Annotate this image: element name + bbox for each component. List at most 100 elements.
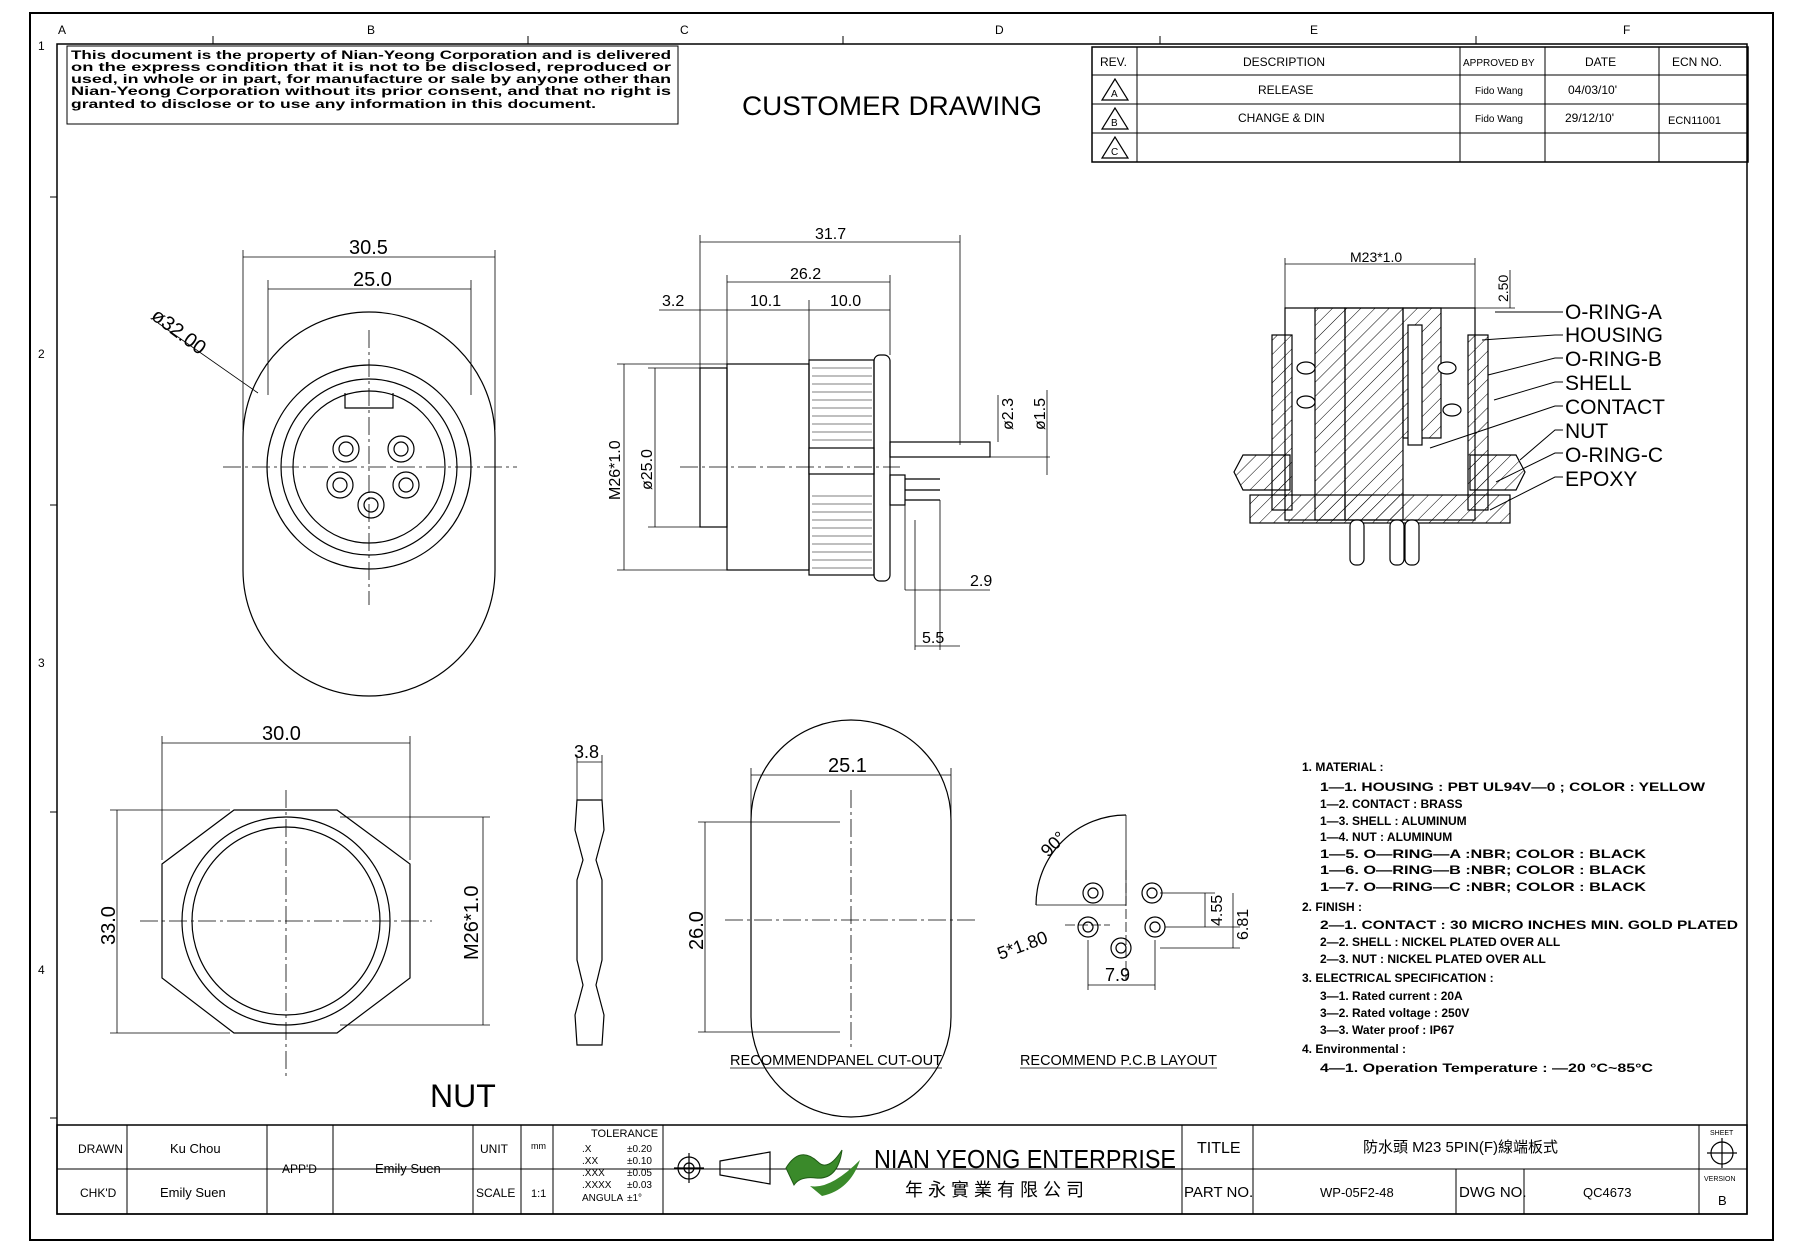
drawn-label: DRAWN — [78, 1142, 123, 1156]
front-pins — [326, 435, 420, 519]
disclaimer-line: on the express condition that it is not … — [71, 60, 672, 74]
dim-seg3: 10.0 — [830, 293, 861, 310]
nut-side-profile — [574, 799, 605, 1046]
dim-d1: 2.9 — [970, 573, 992, 590]
side-pin-leads — [905, 478, 940, 501]
dim-nut-thread: M26*1.0 — [461, 886, 483, 961]
thread-hatching — [812, 367, 872, 569]
tol-key: .XX — [582, 1156, 598, 1167]
section-oring — [1437, 361, 1457, 375]
dim-pcb-4-55: 4.55 — [1209, 895, 1226, 926]
panel-cutout-text: 25.1 26.0 RECOMMENDPANEL CUT-OUT — [686, 755, 942, 1069]
dim-d2: 5.5 — [922, 630, 944, 647]
dim-body-dia: ø25.0 — [639, 449, 656, 490]
dim-seg2: 10.1 — [750, 293, 781, 310]
pcb-layout — [1020, 814, 1240, 1069]
row-label-1: 1 — [38, 39, 45, 53]
sheet-label: SHEET — [1710, 1130, 1734, 1137]
nut-side-view — [574, 755, 605, 1046]
section-leaders — [1429, 311, 1563, 511]
front-view-dims: 30.5 25.0 ø32.00 — [147, 237, 392, 359]
section-nut-right — [1469, 454, 1526, 491]
rev-header: REV. — [1100, 55, 1127, 69]
disclaimer: This document is the property of Nian-Ye… — [66, 45, 679, 125]
leader-line — [157, 322, 259, 394]
col-label-a: A — [58, 23, 66, 37]
rev-b-approved: Fido Wang — [1475, 114, 1523, 125]
rev-b-triangle — [1100, 106, 1130, 130]
col-label-c: C — [680, 23, 689, 37]
tol-value: ±0.10 — [627, 1156, 652, 1167]
rev-b-date: 29/12/10' — [1565, 111, 1614, 125]
frame-ticks — [50, 36, 1477, 1119]
dwgno-value: QC4673 — [1583, 1185, 1631, 1200]
dim-d-inner: 25.0 — [353, 269, 392, 291]
drawn-value: Ku Chou — [170, 1141, 221, 1156]
dim-section-thread: M23*1.0 — [1350, 249, 1402, 265]
dim-pcb-holes: 5*1.80 — [995, 927, 1051, 964]
note-line: 2—3. NUT : NICKEL PLATED OVER ALL — [1320, 952, 1546, 966]
note-line: 1—7. O—RING—C :NBR; COLOR : BLACK — [1320, 880, 1646, 894]
section-epoxy — [1249, 494, 1511, 524]
note-line: 3—1. Rated current : 20A — [1320, 989, 1463, 1003]
disclaimer-line: This document is the property of Nian-Ye… — [71, 48, 671, 62]
label-shell: SHELL — [1565, 372, 1632, 395]
side-dim-lines — [617, 235, 1050, 650]
rev-a-triangle — [1100, 77, 1130, 101]
revision-table: REV. DESCRIPTION APPROVED BY DATE ECN NO… — [1091, 46, 1749, 163]
section-pin — [1349, 519, 1365, 566]
title-label: TITLE — [1197, 1140, 1241, 1157]
note-line: 3—3. Water proof : IP67 — [1320, 1023, 1455, 1037]
description-header: DESCRIPTION — [1243, 55, 1325, 69]
row-label-2: 2 — [38, 347, 45, 361]
rev-c-label: C — [1111, 147, 1118, 158]
side-pin-block — [889, 474, 906, 506]
cutout-dims — [698, 768, 952, 1069]
dim-pcb-7-9: 7.9 — [1105, 965, 1130, 985]
rev-b-description: CHANGE & DIN — [1238, 111, 1325, 125]
note-line: 1—5. O—RING—A :NBR; COLOR : BLACK — [1320, 847, 1646, 861]
tol-key: ANGULA — [582, 1193, 623, 1204]
label-nut: NUT — [1565, 420, 1608, 443]
label-housing: HOUSING — [1565, 324, 1663, 347]
note-line: 1—1. HOUSING : PBT UL94V—0 ; COLOR : YEL… — [1320, 780, 1706, 794]
drawing-title: CUSTOMER DRAWING — [742, 91, 1042, 121]
ecn-header: ECN NO. — [1672, 55, 1722, 69]
dim-d-outer: 30.5 — [349, 237, 388, 259]
section-labels: O-RING-A HOUSING O-RING-B SHELL CONTACT … — [1565, 301, 1665, 491]
dim-pin2: ø1.5 — [1032, 398, 1049, 430]
dim-section-offset: 2.50 — [1495, 275, 1511, 302]
note-line: 1. MATERIAL : — [1302, 760, 1384, 774]
dim-diameter: ø32.00 — [147, 304, 210, 359]
chkd-value: Emily Suen — [160, 1185, 226, 1200]
side-view — [617, 235, 1050, 650]
front-view — [157, 250, 517, 697]
label-o-ring-a: O-RING-A — [1565, 301, 1662, 324]
note-line: 2—1. CONTACT : 30 MICRO INCHES MIN. GOLD… — [1320, 918, 1738, 932]
section-oring — [1296, 395, 1316, 409]
tol-value: ±0.20 — [627, 1144, 652, 1155]
dim-cutout-width: 25.1 — [828, 755, 867, 777]
col-label-b: B — [367, 23, 375, 37]
pcb-angle-arc — [1035, 814, 1127, 906]
company-name-chinese: 年 永 實 業 有 限 公 司 — [905, 1180, 1084, 1200]
side-thread-gap — [808, 447, 875, 475]
dim-pcb-6-81: 6.81 — [1235, 909, 1252, 940]
front-key-notch — [344, 393, 394, 409]
title-value: 防水頭 M23 5PIN(F)線端板式 — [1363, 1138, 1558, 1156]
row-label-4: 4 — [38, 963, 45, 977]
nut-view-text: 30.0 33.0 M26*1.0 NUT — [98, 723, 496, 1114]
note-line: 1—2. CONTACT : BRASS — [1320, 797, 1462, 811]
side-flange — [699, 367, 728, 528]
side-nut-flange — [873, 354, 891, 582]
section-view — [1233, 258, 1563, 566]
nut-outline — [161, 809, 411, 1034]
section-oring — [1442, 403, 1462, 417]
rev-c-triangle — [1100, 135, 1130, 159]
note-line: 2—2. SHELL : NICKEL PLATED OVER ALL — [1320, 935, 1560, 949]
row-label-3: 3 — [38, 656, 45, 670]
tol-key: .XXX — [582, 1168, 605, 1179]
version-label: VERSION — [1704, 1176, 1736, 1183]
disclaimer-line: Nian-Yeong Corporation without its prior… — [71, 84, 671, 98]
